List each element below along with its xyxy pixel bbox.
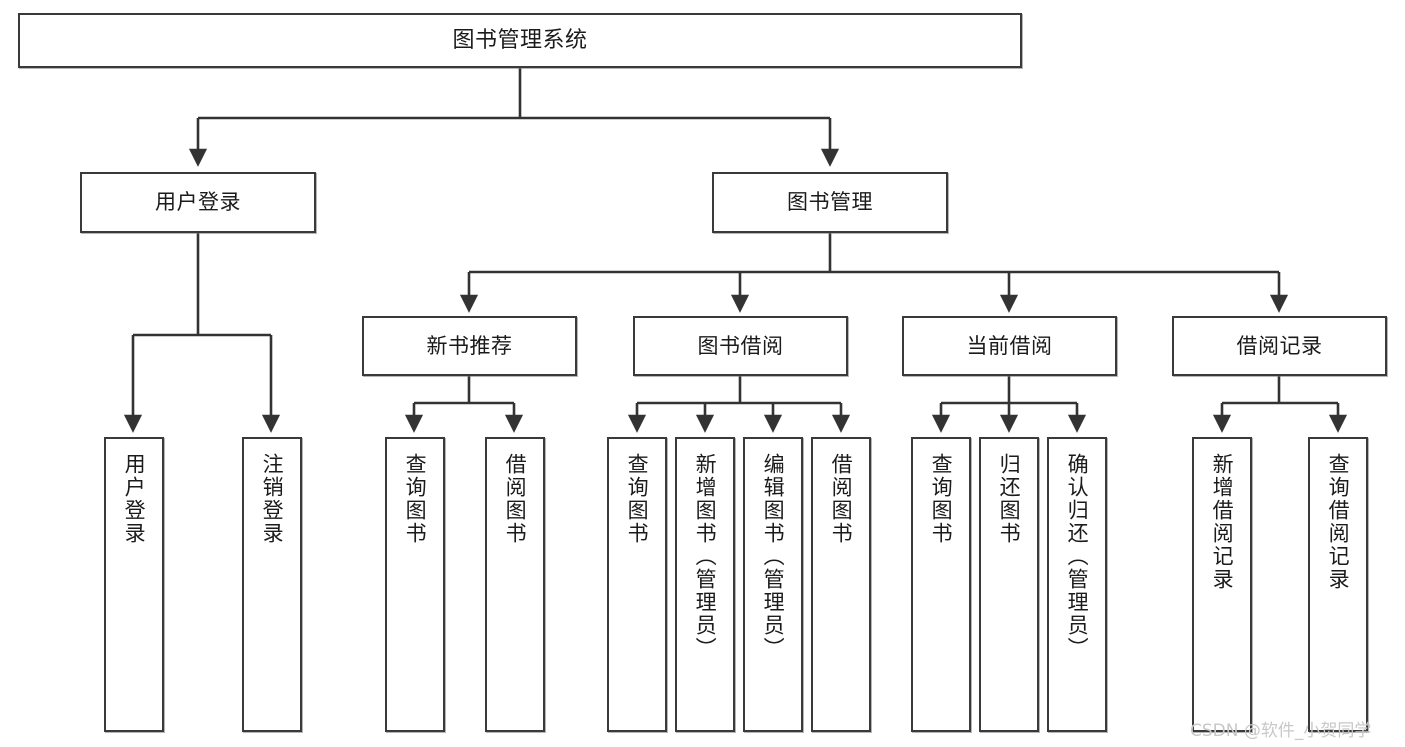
leaf-user-login-label: 用户登录	[122, 453, 147, 545]
node-root-label: 图书管理系统	[452, 27, 588, 53]
leaf-edit-book[interactable]: 编辑图书（管理员）	[743, 437, 803, 732]
node-book-manage[interactable]: 图书管理	[712, 172, 948, 233]
leaf-confirm-return[interactable]: 确认归还（管理员）	[1047, 437, 1107, 732]
leaf-query-record[interactable]: 查询借阅记录	[1308, 437, 1368, 732]
node-new-book-recommend[interactable]: 新书推荐	[362, 316, 577, 376]
node-borrow-record[interactable]: 借阅记录	[1172, 316, 1387, 376]
node-book-borrow[interactable]: 图书借阅	[633, 316, 848, 376]
leaf-return-book[interactable]: 归还图书	[979, 437, 1039, 732]
node-user-login-label: 用户登录	[155, 190, 241, 215]
leaf-add-book[interactable]: 新增图书（管理员）	[675, 437, 735, 732]
leaf-query-book-3-label: 查询图书	[929, 453, 954, 545]
node-current-borrow[interactable]: 当前借阅	[902, 316, 1117, 376]
node-new-book-recommend-label: 新书推荐	[426, 333, 513, 358]
leaf-user-login[interactable]: 用户登录	[104, 437, 164, 732]
leaf-add-record[interactable]: 新增借阅记录	[1192, 437, 1252, 732]
leaf-logout-label: 注销登录	[260, 453, 285, 545]
leaf-logout[interactable]: 注销登录	[242, 437, 302, 732]
node-current-borrow-label: 当前借阅	[966, 333, 1053, 358]
node-book-manage-label: 图书管理	[787, 190, 873, 215]
csdn-watermark: CSDN @软件_小贺同学	[1190, 721, 1372, 741]
leaf-edit-book-label: 编辑图书（管理员）	[761, 453, 786, 660]
leaf-return-book-label: 归还图书	[997, 453, 1022, 545]
node-borrow-record-label: 借阅记录	[1236, 333, 1323, 358]
leaf-borrow-book-2[interactable]: 借阅图书	[811, 437, 871, 732]
leaf-add-record-label: 新增借阅记录	[1210, 453, 1235, 591]
leaf-borrow-book-1-label: 借阅图书	[503, 453, 528, 545]
leaf-add-book-label: 新增图书（管理员）	[693, 453, 718, 660]
node-user-login[interactable]: 用户登录	[80, 172, 316, 233]
leaf-query-book-3[interactable]: 查询图书	[911, 437, 971, 732]
leaf-query-book-2-label: 查询图书	[625, 453, 650, 545]
leaf-query-book-2[interactable]: 查询图书	[607, 437, 667, 732]
leaf-query-book-1-label: 查询图书	[403, 453, 428, 545]
node-root[interactable]: 图书管理系统	[18, 13, 1022, 68]
leaf-query-record-label: 查询借阅记录	[1326, 453, 1351, 591]
leaf-borrow-book-1[interactable]: 借阅图书	[485, 437, 545, 732]
leaf-confirm-return-label: 确认归还（管理员）	[1065, 453, 1090, 660]
node-book-borrow-label: 图书借阅	[697, 333, 784, 358]
leaf-borrow-book-2-label: 借阅图书	[829, 453, 854, 545]
leaf-query-book-1[interactable]: 查询图书	[385, 437, 445, 732]
